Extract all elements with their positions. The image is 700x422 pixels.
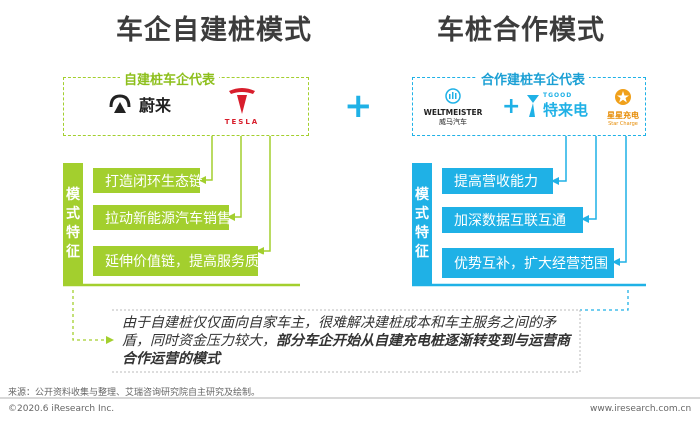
right-rep-label: 合作建桩车企代表 [477,69,590,88]
left-rep-label: 自建桩车企代表 [120,69,220,88]
conclusion-bold: 部分车企开始从自建充电桩逐渐转变到与运营商合作运营的模式 [122,333,570,367]
left-connector-1 [198,136,213,184]
tgood-icon [527,95,539,117]
star-charge-icon [615,89,631,105]
star-charge-logo-en: Star Charge [608,121,638,127]
left-side-char: 特 [66,225,80,241]
right-side-char: 式 [415,206,429,222]
right-side-label: 模 式 特 征 [412,163,432,285]
left-side-label: 模 式 特 征 [63,163,83,285]
right-side-char: 特 [415,225,429,241]
tgood-logo-text: TGOOD [543,92,573,99]
nio-icon [109,94,131,113]
left-side-char: 征 [66,244,80,260]
left-feature-1: 打造闭环生态链 [93,168,203,193]
tgood-logo: TGOOD 特来电 [525,92,588,120]
right-connector-1 [551,136,567,185]
tesla-logo-text: TESLA [224,118,260,126]
left-side-char: 模 [66,187,80,203]
right-feature-2: 加深数据互联互通 [442,207,583,233]
nio-logo-text: 蔚来 [139,96,172,115]
plus-sign-middle: + [344,86,373,126]
weltmeister-logo-text: WELTMEISTER [423,108,483,117]
conclusion-bracket-left [72,290,114,344]
tesla-logo: TESLA [220,86,264,126]
weima-logo-text: 威马汽车 [439,118,467,126]
tesla-t-icon [229,88,255,114]
right-title: 车桩合作模式 [437,15,605,46]
website: www.iresearch.com.cn [590,404,692,414]
right-connector-3 [612,136,627,266]
right-side-char: 征 [415,244,429,260]
copyright: ©2020.6 iResearch Inc. [8,404,115,414]
right-connector-2 [581,136,597,223]
left-feature-2: 拉动新能源汽车销售 [93,205,231,230]
weltmeister-icon [445,88,461,104]
right-feature-1: 提高营收能力 [442,168,553,194]
conclusion-normal: 由于自建桩仅仅面向自家车主，很难解决建桩成本和车主服务之间的矛盾，同时资金压力较… [122,315,556,349]
left-feature-3: 延伸价值链，提高服务质量 [93,246,273,276]
right-feature-3: 优势互补，扩大经营范围 [442,248,614,278]
star-charge-logo-text: 星星充电 [607,111,639,120]
star-charge-logo: 星星充电 Star Charge [601,88,645,127]
left-connector-2 [227,136,242,221]
conclusion-bracket-right [580,290,629,311]
nio-logo: 蔚来 [107,92,171,116]
left-side-char: 式 [66,206,80,222]
right-side-char: 模 [415,187,429,203]
conclusion-text: 由于自建桩仅仅面向自家车主，很难解决建桩成本和车主服务之间的矛盾，同时资金压力较… [122,314,577,368]
teld-logo-text: 特来电 [543,101,589,119]
weltmeister-logo: WELTMEISTER 威马汽车 [418,88,488,127]
left-connector-3 [256,136,271,255]
plus-sign-small: + [502,94,521,119]
source-note: 来源：公开资料收集与整理、艾瑞咨询研究院自主研究及绘制。 [8,388,261,398]
left-title: 车企自建桩模式 [116,15,312,46]
